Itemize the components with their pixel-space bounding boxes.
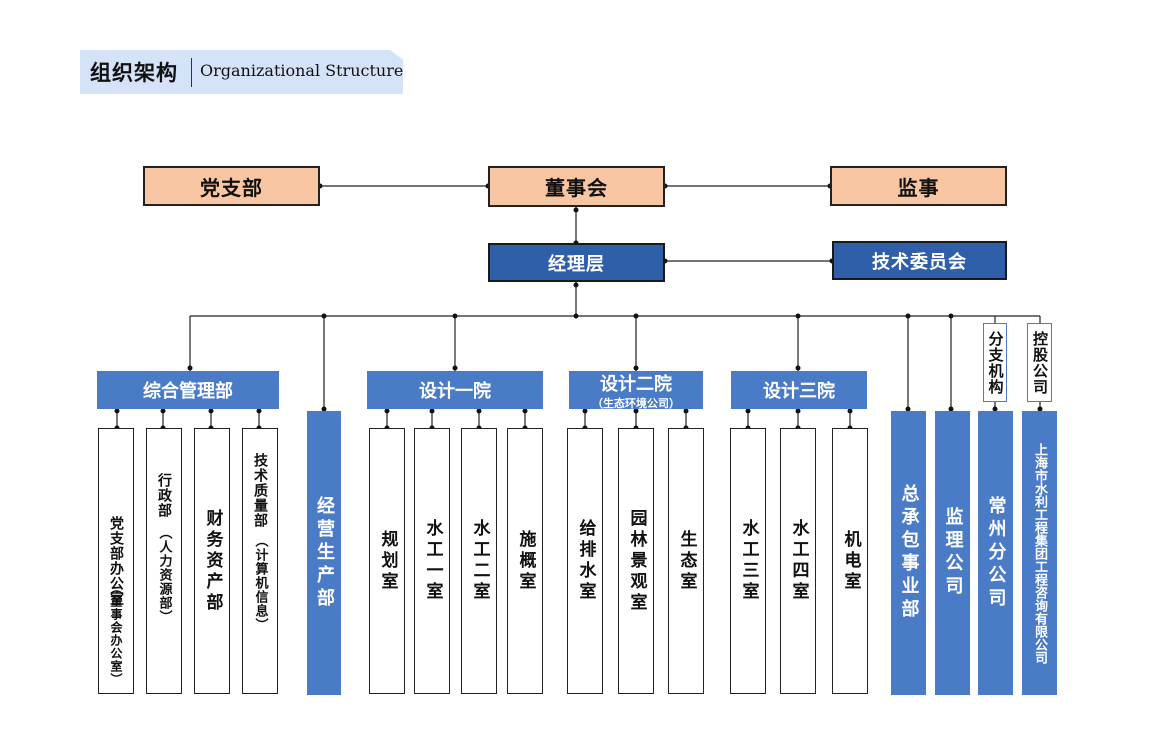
col-label: 常州分公司 bbox=[985, 495, 1007, 611]
dept-label: 设计一院 bbox=[419, 381, 491, 402]
col-label: 监理公司 bbox=[942, 507, 964, 599]
col-label: 水工三室 bbox=[738, 519, 759, 603]
col-epc: 总承包事业部 bbox=[891, 411, 926, 695]
col-admin: 行政部 （人力资源部） bbox=[146, 428, 182, 694]
header-banner bbox=[80, 50, 403, 94]
col-mechanical: 机电室 bbox=[832, 428, 868, 694]
col-finance: 财务资产部 bbox=[194, 428, 230, 694]
col-tech-quality: 技术质量部 （计算机信息） bbox=[242, 428, 278, 694]
managers-box: 经理层 bbox=[488, 243, 665, 282]
party-branch-box: 党支部 bbox=[143, 166, 320, 206]
col-budget: 施概室 bbox=[507, 428, 543, 694]
holding-co-text: 控股公司 bbox=[1031, 330, 1049, 395]
col-changzhou-branch: 常州分公司 bbox=[978, 411, 1013, 695]
col-planning: 规划室 bbox=[369, 428, 405, 694]
col-label: 园林景观室 bbox=[626, 508, 647, 614]
col-landscape: 园林景观室 bbox=[618, 428, 654, 694]
branch-org-text: 分支机构 bbox=[986, 330, 1005, 395]
col-ecology: 生态室 bbox=[668, 428, 704, 694]
col-party-office: 党支部办公室 bbox=[98, 428, 134, 694]
col-party-office-text: 占 （董事会办公室） bbox=[98, 428, 134, 694]
col-note: （计算机信息） bbox=[252, 534, 268, 632]
col-supervision-co: 监理公司 bbox=[935, 411, 970, 695]
header-divider bbox=[191, 58, 192, 87]
col-shanghai-group: 上海市水利工程集团工程咨询有限公司 bbox=[1022, 411, 1057, 695]
col-label: 上海市水利工程集团工程咨询有限公司 bbox=[1032, 442, 1047, 664]
col-label: 水工一室 bbox=[422, 519, 443, 603]
col-label: 施概室 bbox=[515, 529, 536, 593]
page-subtitle: Organizational Structure bbox=[200, 61, 404, 80]
dept-general-management: 综合管理部 bbox=[97, 371, 279, 409]
dept-design-institute-1: 设计一院 bbox=[367, 371, 543, 409]
dept-sublabel: （生态环境公司） bbox=[592, 396, 680, 410]
col-label: 生态室 bbox=[676, 529, 697, 593]
tech-committee-box: 技术委员会 bbox=[832, 241, 1007, 280]
col-label: 党支部办公室 bbox=[108, 516, 124, 606]
col-label: 水工二室 bbox=[469, 519, 490, 603]
col-note: （董事会办公室） bbox=[109, 582, 123, 686]
col-business-production: 经营生产部 bbox=[307, 411, 341, 695]
supervisor-box: 监事 bbox=[830, 166, 1007, 206]
col-label: 总承包事业部 bbox=[898, 484, 920, 622]
page-title: 组织架构 bbox=[90, 60, 178, 85]
col-label: 经营生产部 bbox=[314, 495, 335, 611]
col-hydraulic-3: 水工三室 bbox=[730, 428, 766, 694]
board-box: 董事会 bbox=[488, 166, 665, 207]
col-label: 水工四室 bbox=[788, 519, 809, 603]
col-hydraulic-4: 水工四室 bbox=[780, 428, 816, 694]
branch-org-label: 分支机构 bbox=[983, 323, 1007, 402]
col-hydraulic-2: 水工二室 bbox=[461, 428, 497, 694]
col-label: 财务资产部 bbox=[202, 508, 223, 614]
holding-co-label: 控股公司 bbox=[1027, 323, 1052, 402]
col-label: 行政部 bbox=[156, 473, 172, 518]
col-hydraulic-1: 水工一室 bbox=[414, 428, 450, 694]
dept-design-institute-3: 设计三院 bbox=[731, 371, 867, 409]
col-label: 给排水室 bbox=[575, 519, 596, 603]
col-note: （人力资源部） bbox=[156, 526, 172, 624]
dept-label: 综合管理部 bbox=[143, 381, 233, 402]
col-label: 规划室 bbox=[377, 529, 398, 593]
col-label: 技术质量部 bbox=[252, 453, 268, 528]
dept-design-institute-2: 设计二院 （生态环境公司） bbox=[569, 371, 703, 410]
dept-label: 设计三院 bbox=[763, 381, 835, 402]
dept-label: 设计二院 bbox=[600, 373, 672, 395]
col-label: 机电室 bbox=[840, 529, 861, 593]
col-water-supply: 给排水室 bbox=[567, 428, 603, 694]
